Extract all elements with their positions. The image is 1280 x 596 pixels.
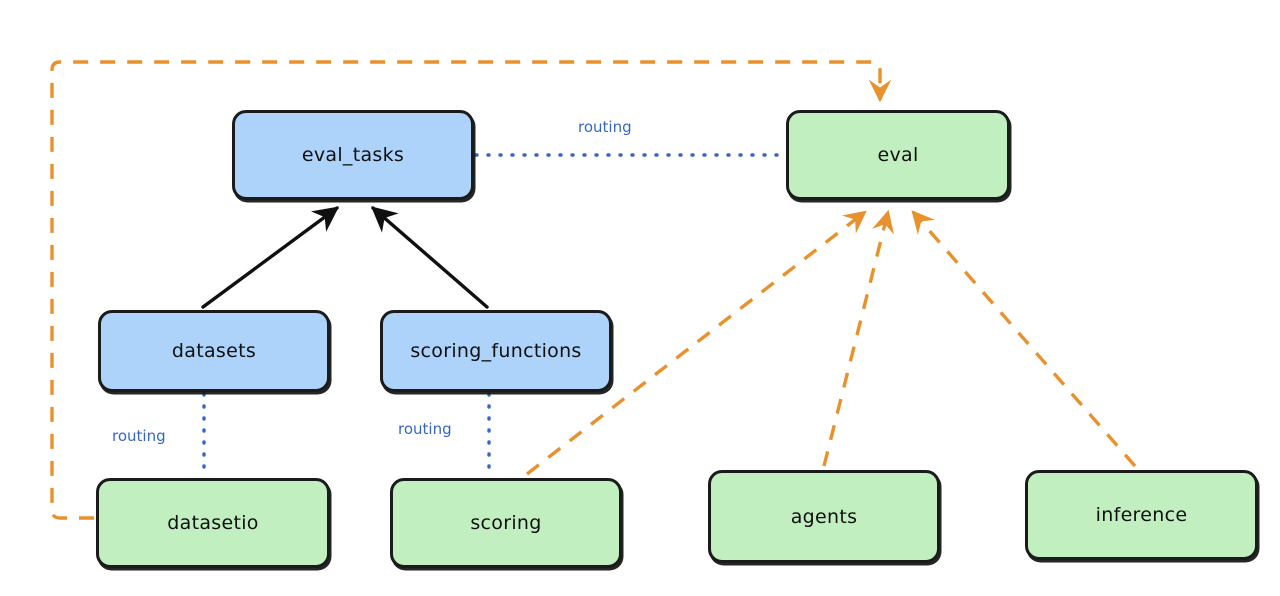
edge-label-routing-datasets-datasetio: routing <box>112 427 166 445</box>
node-inference[interactable]: inference <box>1025 470 1258 560</box>
edge-label-routing-scoring-functions-scoring: routing <box>398 420 452 438</box>
node-label-inference: inference <box>1095 504 1188 526</box>
node-label-eval: eval <box>877 144 919 166</box>
node-eval[interactable]: eval <box>786 110 1010 200</box>
edge-datasets-to-eval-tasks <box>201 206 340 309</box>
edge-scoring-functions-to-eval-tasks <box>371 206 489 309</box>
node-agents[interactable]: agents <box>708 470 940 563</box>
edge-datasetio-to-eval <box>50 60 892 520</box>
node-eval-tasks[interactable]: eval_tasks <box>232 110 474 200</box>
node-datasetio[interactable]: datasetio <box>96 478 330 568</box>
edge-label-routing-eval-tasks-eval: routing <box>578 118 632 136</box>
node-label-eval-tasks: eval_tasks <box>301 144 405 166</box>
edge-scoring-to-eval <box>525 210 867 476</box>
edge-inference-to-eval <box>911 210 1137 468</box>
node-datasets[interactable]: datasets <box>98 310 330 392</box>
node-label-scoring-functions: scoring_functions <box>410 340 582 362</box>
node-scoring[interactable]: scoring <box>390 478 622 568</box>
node-scoring-functions[interactable]: scoring_functions <box>380 310 612 392</box>
node-label-datasetio: datasetio <box>167 512 259 534</box>
node-label-datasets: datasets <box>171 340 257 362</box>
node-label-agents: agents <box>790 505 858 528</box>
edge-agents-to-eval <box>822 209 895 467</box>
node-label-scoring: scoring <box>470 512 542 534</box>
